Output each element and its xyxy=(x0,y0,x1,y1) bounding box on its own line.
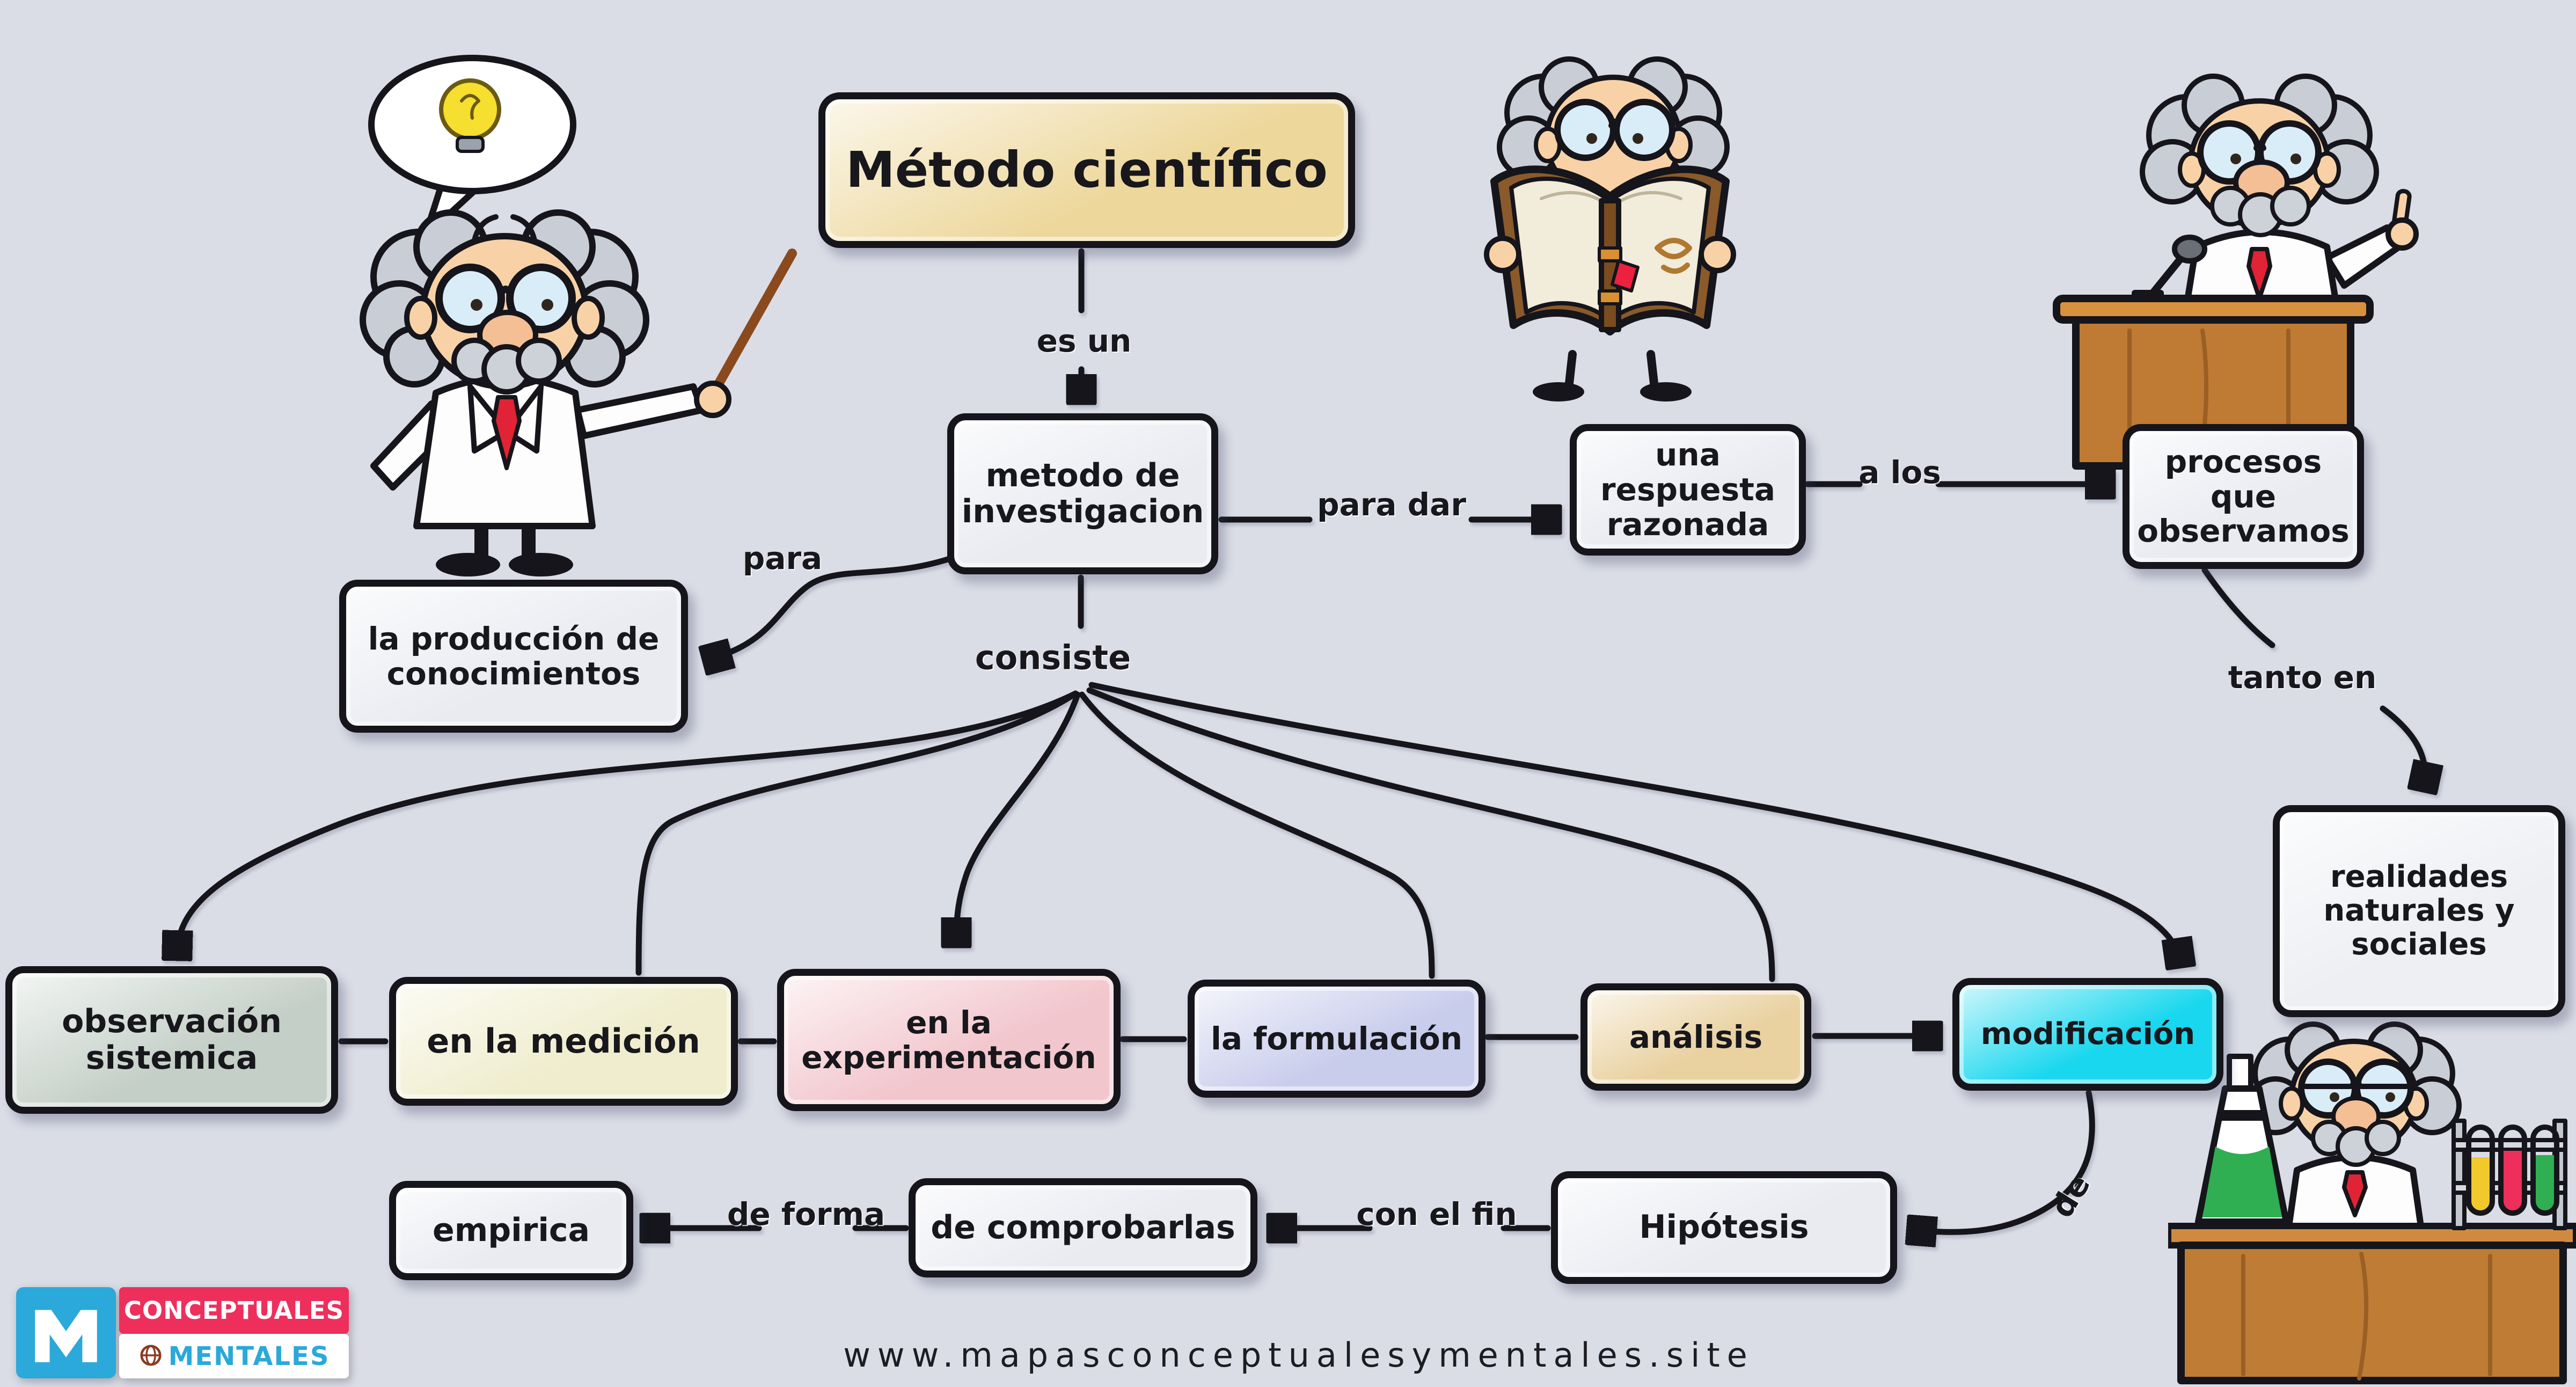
node-observacion-label: observación sistemica xyxy=(62,1003,282,1077)
node-procesos: procesos que observamos xyxy=(2123,424,2364,569)
node-formulacion: la formulación xyxy=(1188,980,1485,1098)
node-realidades-label: realidades naturales y sociales xyxy=(2323,859,2515,962)
scientist-head xyxy=(1497,56,1730,205)
node-comprobarlas-label: de comprobarlas xyxy=(931,1208,1235,1246)
test-tubes-icon xyxy=(2451,1119,2567,1230)
scientist-lab xyxy=(2168,1021,2576,1384)
node-metodo: metodo de investigacion xyxy=(947,413,1218,574)
logo-banner-bottom: MENTALES xyxy=(119,1334,349,1378)
node-experimentacion: en la experimentación xyxy=(777,969,1121,1111)
flask-icon xyxy=(2195,1054,2289,1225)
microphone-icon xyxy=(2132,235,2207,304)
node-metodo-label: metodo de investigacion xyxy=(961,456,1204,530)
label-a-los: a los xyxy=(1858,454,1941,491)
scientist-head xyxy=(2246,1021,2462,1167)
pointer-stick-icon xyxy=(701,249,797,411)
node-procesos-label: procesos que observamos xyxy=(2137,443,2350,550)
node-hipotesis: Hipótesis xyxy=(1551,1171,1897,1284)
node-titulo: Método científico xyxy=(818,92,1355,248)
globe-icon xyxy=(138,1343,163,1370)
node-medicion-label: en la medición xyxy=(427,1021,700,1061)
node-empirica-label: empirica xyxy=(433,1211,590,1249)
node-analisis: análisis xyxy=(1580,983,1811,1091)
logo-word-bottom: MENTALES xyxy=(168,1341,330,1371)
label-es-un: es un xyxy=(1036,323,1132,359)
open-book-icon xyxy=(1490,165,1730,335)
node-modificacion: modificación xyxy=(1952,978,2223,1091)
node-titulo-label: Método científico xyxy=(846,141,1328,199)
node-experimentacion-label: en la experimentación xyxy=(801,1004,1096,1076)
lab-desk xyxy=(2168,1223,2576,1384)
scientist-reading xyxy=(1484,56,1736,402)
node-respuesta-label: una respuesta razonada xyxy=(1600,436,1775,543)
logo: CONCEPTUALES MENTALES xyxy=(16,1287,349,1378)
node-empirica: empirica xyxy=(389,1181,633,1280)
node-formulacion-label: la formulación xyxy=(1210,1020,1463,1057)
node-analisis-label: análisis xyxy=(1629,1018,1763,1055)
tie xyxy=(492,395,522,470)
node-hipotesis-label: Hipótesis xyxy=(1639,1208,1809,1246)
node-produccion-label: la producción de conocimientos xyxy=(368,620,660,692)
scientist-pointer xyxy=(360,55,797,576)
label-consiste: consiste xyxy=(975,638,1131,677)
node-respuesta: una respuesta razonada xyxy=(1570,424,1806,556)
node-realidades: realidades naturales y sociales xyxy=(2273,805,2565,1017)
label-con-el-fin: con el fin xyxy=(1356,1196,1517,1232)
label-para: para xyxy=(742,540,823,576)
label-de-forma: de forma xyxy=(727,1196,885,1232)
logo-banner-top: CONCEPTUALES xyxy=(119,1287,349,1334)
website-url: www.mapasconceptualesymentales.site xyxy=(843,1335,1754,1375)
node-modificacion-label: modificación xyxy=(1980,1016,2196,1052)
label-para-dar: para dar xyxy=(1317,486,1466,523)
node-medicion: en la medición xyxy=(389,977,738,1106)
logo-m-icon xyxy=(16,1287,116,1378)
scientist-head xyxy=(360,209,649,395)
lightbulb-icon xyxy=(439,78,501,153)
node-produccion: la producción de conocimientos xyxy=(339,580,688,733)
node-comprobarlas: de comprobarlas xyxy=(909,1178,1257,1278)
logo-word-top: CONCEPTUALES xyxy=(123,1296,345,1325)
node-observacion: observación sistemica xyxy=(5,966,338,1114)
scientist-head xyxy=(2140,74,2379,237)
label-tanto-en: tanto en xyxy=(2228,659,2377,696)
